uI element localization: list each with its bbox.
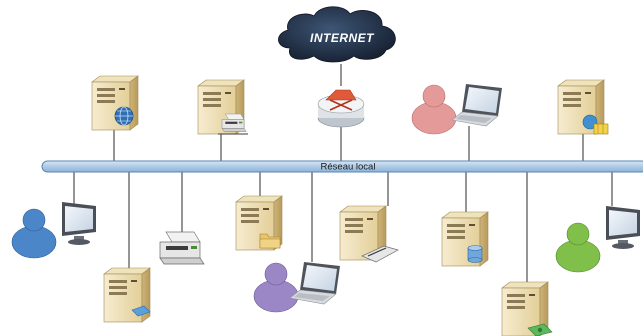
- laptop-icon: [451, 83, 503, 127]
- user-icon: [11, 208, 57, 259]
- desktop-user-blue: [11, 202, 96, 259]
- internet-cloud: INTERNET: [278, 6, 396, 63]
- laptop-user-purple: [253, 261, 341, 313]
- print-server: [197, 79, 248, 135]
- router: [317, 89, 365, 128]
- storage-server: [103, 267, 151, 323]
- database-server: [441, 211, 489, 267]
- user-icon: [555, 222, 601, 273]
- printer-icon: [159, 231, 205, 265]
- lan-bus: Réseau local: [41, 160, 643, 173]
- file-server: [235, 195, 283, 251]
- internet-label: INTERNET: [310, 31, 375, 45]
- globe-icon: [114, 106, 134, 126]
- network-icon: [361, 245, 399, 263]
- monitor-icon: [606, 206, 640, 249]
- database-icon: [467, 245, 483, 263]
- user-icon: [411, 84, 457, 135]
- laptop-user-pink: [411, 83, 503, 135]
- laptop-icon: [289, 261, 341, 305]
- router-icon: [329, 99, 353, 111]
- disk-icon: [131, 305, 151, 317]
- web-server: [91, 75, 139, 131]
- network-printer: [159, 231, 205, 265]
- switch-server: [339, 205, 399, 263]
- mail-server: [557, 79, 609, 135]
- money-icon: [527, 323, 553, 336]
- backup-server: [501, 281, 553, 336]
- desktop-user-green: [555, 206, 640, 273]
- lan-label: Réseau local: [321, 162, 376, 173]
- monitor-icon: [62, 202, 96, 245]
- folder-icon: [259, 233, 281, 249]
- mail-icon: [582, 114, 609, 135]
- user-icon: [253, 262, 299, 313]
